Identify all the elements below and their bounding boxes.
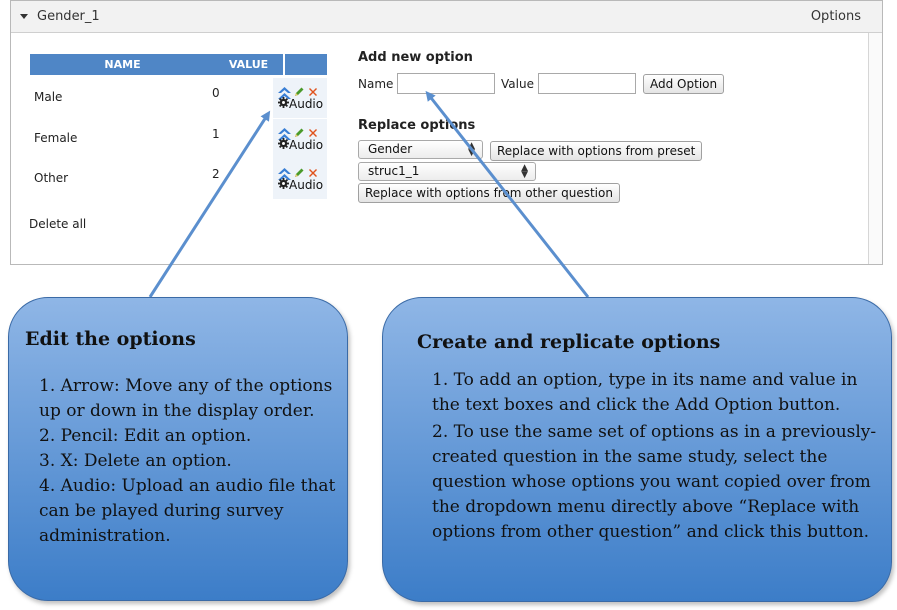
table-row: Female 1 Audio	[30, 119, 327, 159]
option-name-input[interactable]	[397, 73, 495, 94]
pencil-icon[interactable]	[293, 127, 305, 139]
add-option-heading: Add new option	[358, 50, 473, 65]
name-label: Name	[358, 77, 394, 91]
question-panel: Gender_1 Options NAME VALUE Male 0	[10, 0, 883, 265]
select-chevron-icon: ▲▼	[521, 163, 528, 180]
question-select[interactable]: struc1_1 ▲▼	[358, 162, 536, 181]
gear-icon[interactable]	[278, 97, 289, 108]
add-option-button[interactable]: Add Option	[643, 74, 725, 94]
vertical-scrollbar[interactable]	[868, 33, 882, 264]
callout-item: 1. Arrow: Move any of the options up or …	[39, 376, 333, 421]
pencil-icon[interactable]	[293, 167, 305, 179]
option-name: Other	[34, 171, 69, 185]
callout-item: 3. X: Delete an option.	[39, 451, 232, 471]
options-table-header: NAME VALUE	[30, 54, 327, 75]
select-chevron-icon: ▲▼	[468, 141, 475, 158]
delete-all-link[interactable]: Delete all	[29, 217, 87, 231]
move-arrows-icon[interactable]	[277, 127, 292, 141]
delete-x-icon[interactable]	[307, 86, 319, 98]
callout-item: 2. To use the same set of options as in …	[432, 422, 877, 542]
callout-list: 1. To add an option, type in its name an…	[432, 368, 882, 545]
option-value: 2	[212, 167, 220, 181]
option-name: Male	[34, 90, 63, 104]
row-actions: Audio	[273, 159, 327, 199]
column-divider	[283, 54, 285, 75]
preset-select[interactable]: Gender ▲▼	[358, 140, 483, 159]
panel-header[interactable]: Gender_1 Options	[11, 1, 882, 33]
table-row: Other 2 Audio	[30, 159, 327, 199]
callout-title: Edit the options	[25, 328, 196, 350]
question-select-value: struc1_1	[368, 164, 420, 178]
delete-x-icon[interactable]	[307, 167, 319, 179]
audio-link[interactable]: Audio	[289, 97, 324, 111]
gear-icon[interactable]	[278, 138, 289, 149]
option-value: 1	[212, 127, 220, 141]
column-header-value: VALUE	[228, 58, 269, 71]
column-header-name: NAME	[104, 58, 141, 71]
create-replicate-callout: Create and replicate options 1. To add a…	[382, 297, 892, 602]
value-label: Value	[501, 77, 534, 91]
callout-title: Create and replicate options	[417, 331, 721, 353]
move-arrows-icon[interactable]	[277, 86, 292, 100]
option-value: 0	[212, 86, 220, 100]
audio-link[interactable]: Audio	[289, 138, 324, 152]
callout-item: 1. To add an option, type in its name an…	[432, 370, 858, 415]
option-name: Female	[34, 131, 78, 145]
callout-list: 1. Arrow: Move any of the options up or …	[39, 374, 339, 549]
delete-x-icon[interactable]	[307, 127, 319, 139]
callout-item: 4. Audio: Upload an audio file that can …	[39, 476, 336, 546]
collapse-caret-icon[interactable]	[20, 14, 28, 19]
option-value-input[interactable]	[538, 73, 636, 94]
audio-link[interactable]: Audio	[289, 178, 324, 192]
table-row: Male 0 Audio	[30, 78, 327, 118]
move-arrows-icon[interactable]	[277, 167, 292, 181]
panel-title: Gender_1	[37, 9, 100, 24]
preset-select-value: Gender	[368, 142, 413, 156]
replace-from-question-button[interactable]: Replace with options from other question	[358, 183, 620, 203]
callout-item: 2. Pencil: Edit an option.	[39, 426, 252, 446]
replace-options-heading: Replace options	[358, 118, 476, 133]
row-actions: Audio	[273, 119, 327, 159]
gear-icon[interactable]	[278, 178, 289, 189]
row-actions: Audio	[273, 78, 327, 118]
options-link[interactable]: Options	[810, 9, 861, 24]
replace-from-preset-button[interactable]: Replace with options from preset	[490, 141, 703, 161]
edit-options-callout: Edit the options 1. Arrow: Move any of t…	[8, 297, 348, 601]
pencil-icon[interactable]	[293, 86, 305, 98]
